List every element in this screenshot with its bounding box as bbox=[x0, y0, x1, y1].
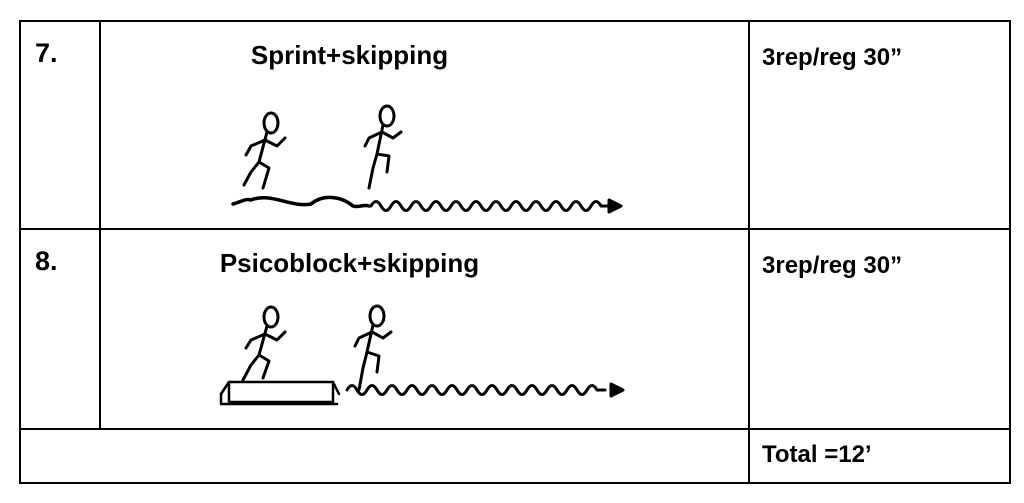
arrow-head-icon bbox=[607, 198, 623, 214]
reps-cell: 3rep/reg 30” bbox=[748, 228, 1011, 430]
jumper-figure-icon bbox=[241, 305, 287, 382]
total-cell: Total =12’ bbox=[748, 428, 1011, 484]
skipper-figure-icon bbox=[363, 104, 403, 190]
exercise-cell: Sprint+skipping bbox=[99, 20, 750, 230]
number-cell: 8. bbox=[19, 228, 101, 430]
arrow-head-icon bbox=[609, 382, 625, 398]
table-row: 8. Psicoblock+skipping bbox=[19, 228, 1011, 430]
psicoblock-skipping-illustration bbox=[219, 304, 625, 406]
exercise-title: Sprint+skipping bbox=[250, 40, 449, 70]
sprinter-figure-icon bbox=[242, 111, 287, 190]
exercise-number: 7. bbox=[35, 38, 58, 68]
skipper-figure-icon bbox=[353, 304, 393, 392]
empty-cell bbox=[19, 428, 750, 484]
exercise-title: Psicoblock+skipping bbox=[219, 248, 480, 278]
number-cell: 7. bbox=[19, 20, 101, 230]
reps-cell: 3rep/reg 30” bbox=[748, 20, 1011, 230]
reps-text: 3rep/reg 30” bbox=[762, 252, 903, 279]
exercise-number: 8. bbox=[35, 246, 58, 276]
ground-line bbox=[231, 195, 371, 209]
total-text: Total =12’ bbox=[762, 441, 872, 468]
wavy-path-line bbox=[369, 200, 611, 212]
psicoblock-icon bbox=[219, 380, 341, 406]
exercise-table: 7. Sprint+skipping bbox=[19, 20, 1011, 484]
exercise-cell: Psicoblock+skipping bbox=[99, 228, 750, 430]
table-row: 7. Sprint+skipping bbox=[19, 20, 1011, 230]
exercise-sheet: 7. Sprint+skipping bbox=[19, 20, 1011, 484]
total-row: Total =12’ bbox=[19, 428, 1011, 484]
reps-text: 3rep/reg 30” bbox=[762, 44, 903, 71]
wavy-path-line bbox=[345, 384, 607, 396]
sprint-skipping-illustration bbox=[231, 104, 623, 214]
